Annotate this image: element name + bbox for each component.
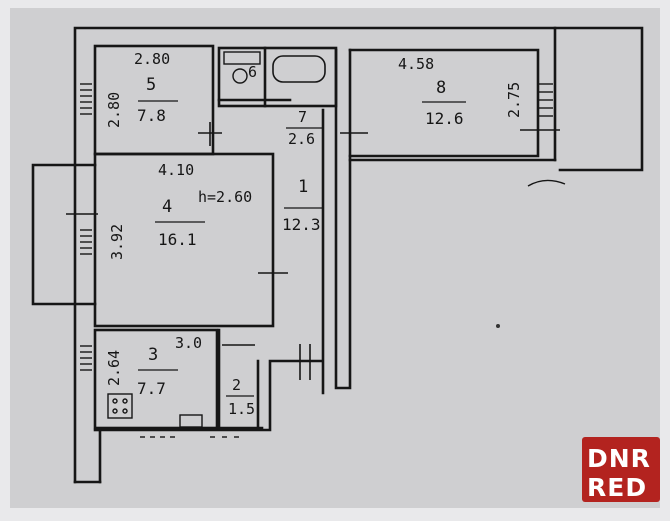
- room-5-width: 2.80: [134, 50, 170, 68]
- stove-icon: [107, 393, 133, 419]
- room-4-width: 4.10: [158, 161, 194, 179]
- room-3-depth: 2.64: [105, 350, 123, 386]
- sink-icon: [223, 51, 261, 84]
- door-marks: [66, 122, 560, 380]
- balcony-curve: [527, 179, 566, 187]
- room-7-number: 7: [298, 108, 307, 126]
- room-5-area: 7.8: [137, 106, 166, 125]
- room-3-width: 3.0: [175, 334, 202, 352]
- room-5-number: 5: [146, 75, 156, 95]
- plan-walls: [31, 26, 644, 484]
- watermark-logo: DNR RED: [582, 437, 660, 502]
- room-2-number: 2: [232, 376, 241, 394]
- room-2-area: 1.5: [228, 400, 255, 418]
- bathtub-icon: [272, 55, 326, 83]
- room-4-depth: 3.92: [108, 224, 126, 260]
- room-8-number: 8: [436, 78, 446, 98]
- watermark-line-1: DNR: [587, 444, 651, 473]
- room-3-number: 3: [148, 345, 158, 365]
- window-marks: [80, 83, 553, 438]
- watermark-line-2: RED: [587, 473, 647, 502]
- room-7-area: 2.6: [288, 130, 315, 148]
- marker-dot: [496, 324, 500, 328]
- room-4-number: 4: [162, 197, 172, 217]
- room-6-number: 6: [248, 63, 257, 81]
- room-5-depth: 2.80: [105, 92, 123, 128]
- room-1-number: 1: [298, 177, 308, 197]
- room-4-area: 16.1: [158, 230, 197, 249]
- room-8-area: 12.6: [425, 109, 464, 128]
- room-8-depth: 2.75: [505, 82, 523, 118]
- radiator-icon: [179, 414, 203, 428]
- room-3-area: 7.7: [137, 379, 166, 398]
- room-1-area: 12.3: [282, 215, 321, 234]
- room-4-ceiling: h=2.60: [198, 188, 252, 206]
- room-8-width: 4.58: [398, 55, 434, 73]
